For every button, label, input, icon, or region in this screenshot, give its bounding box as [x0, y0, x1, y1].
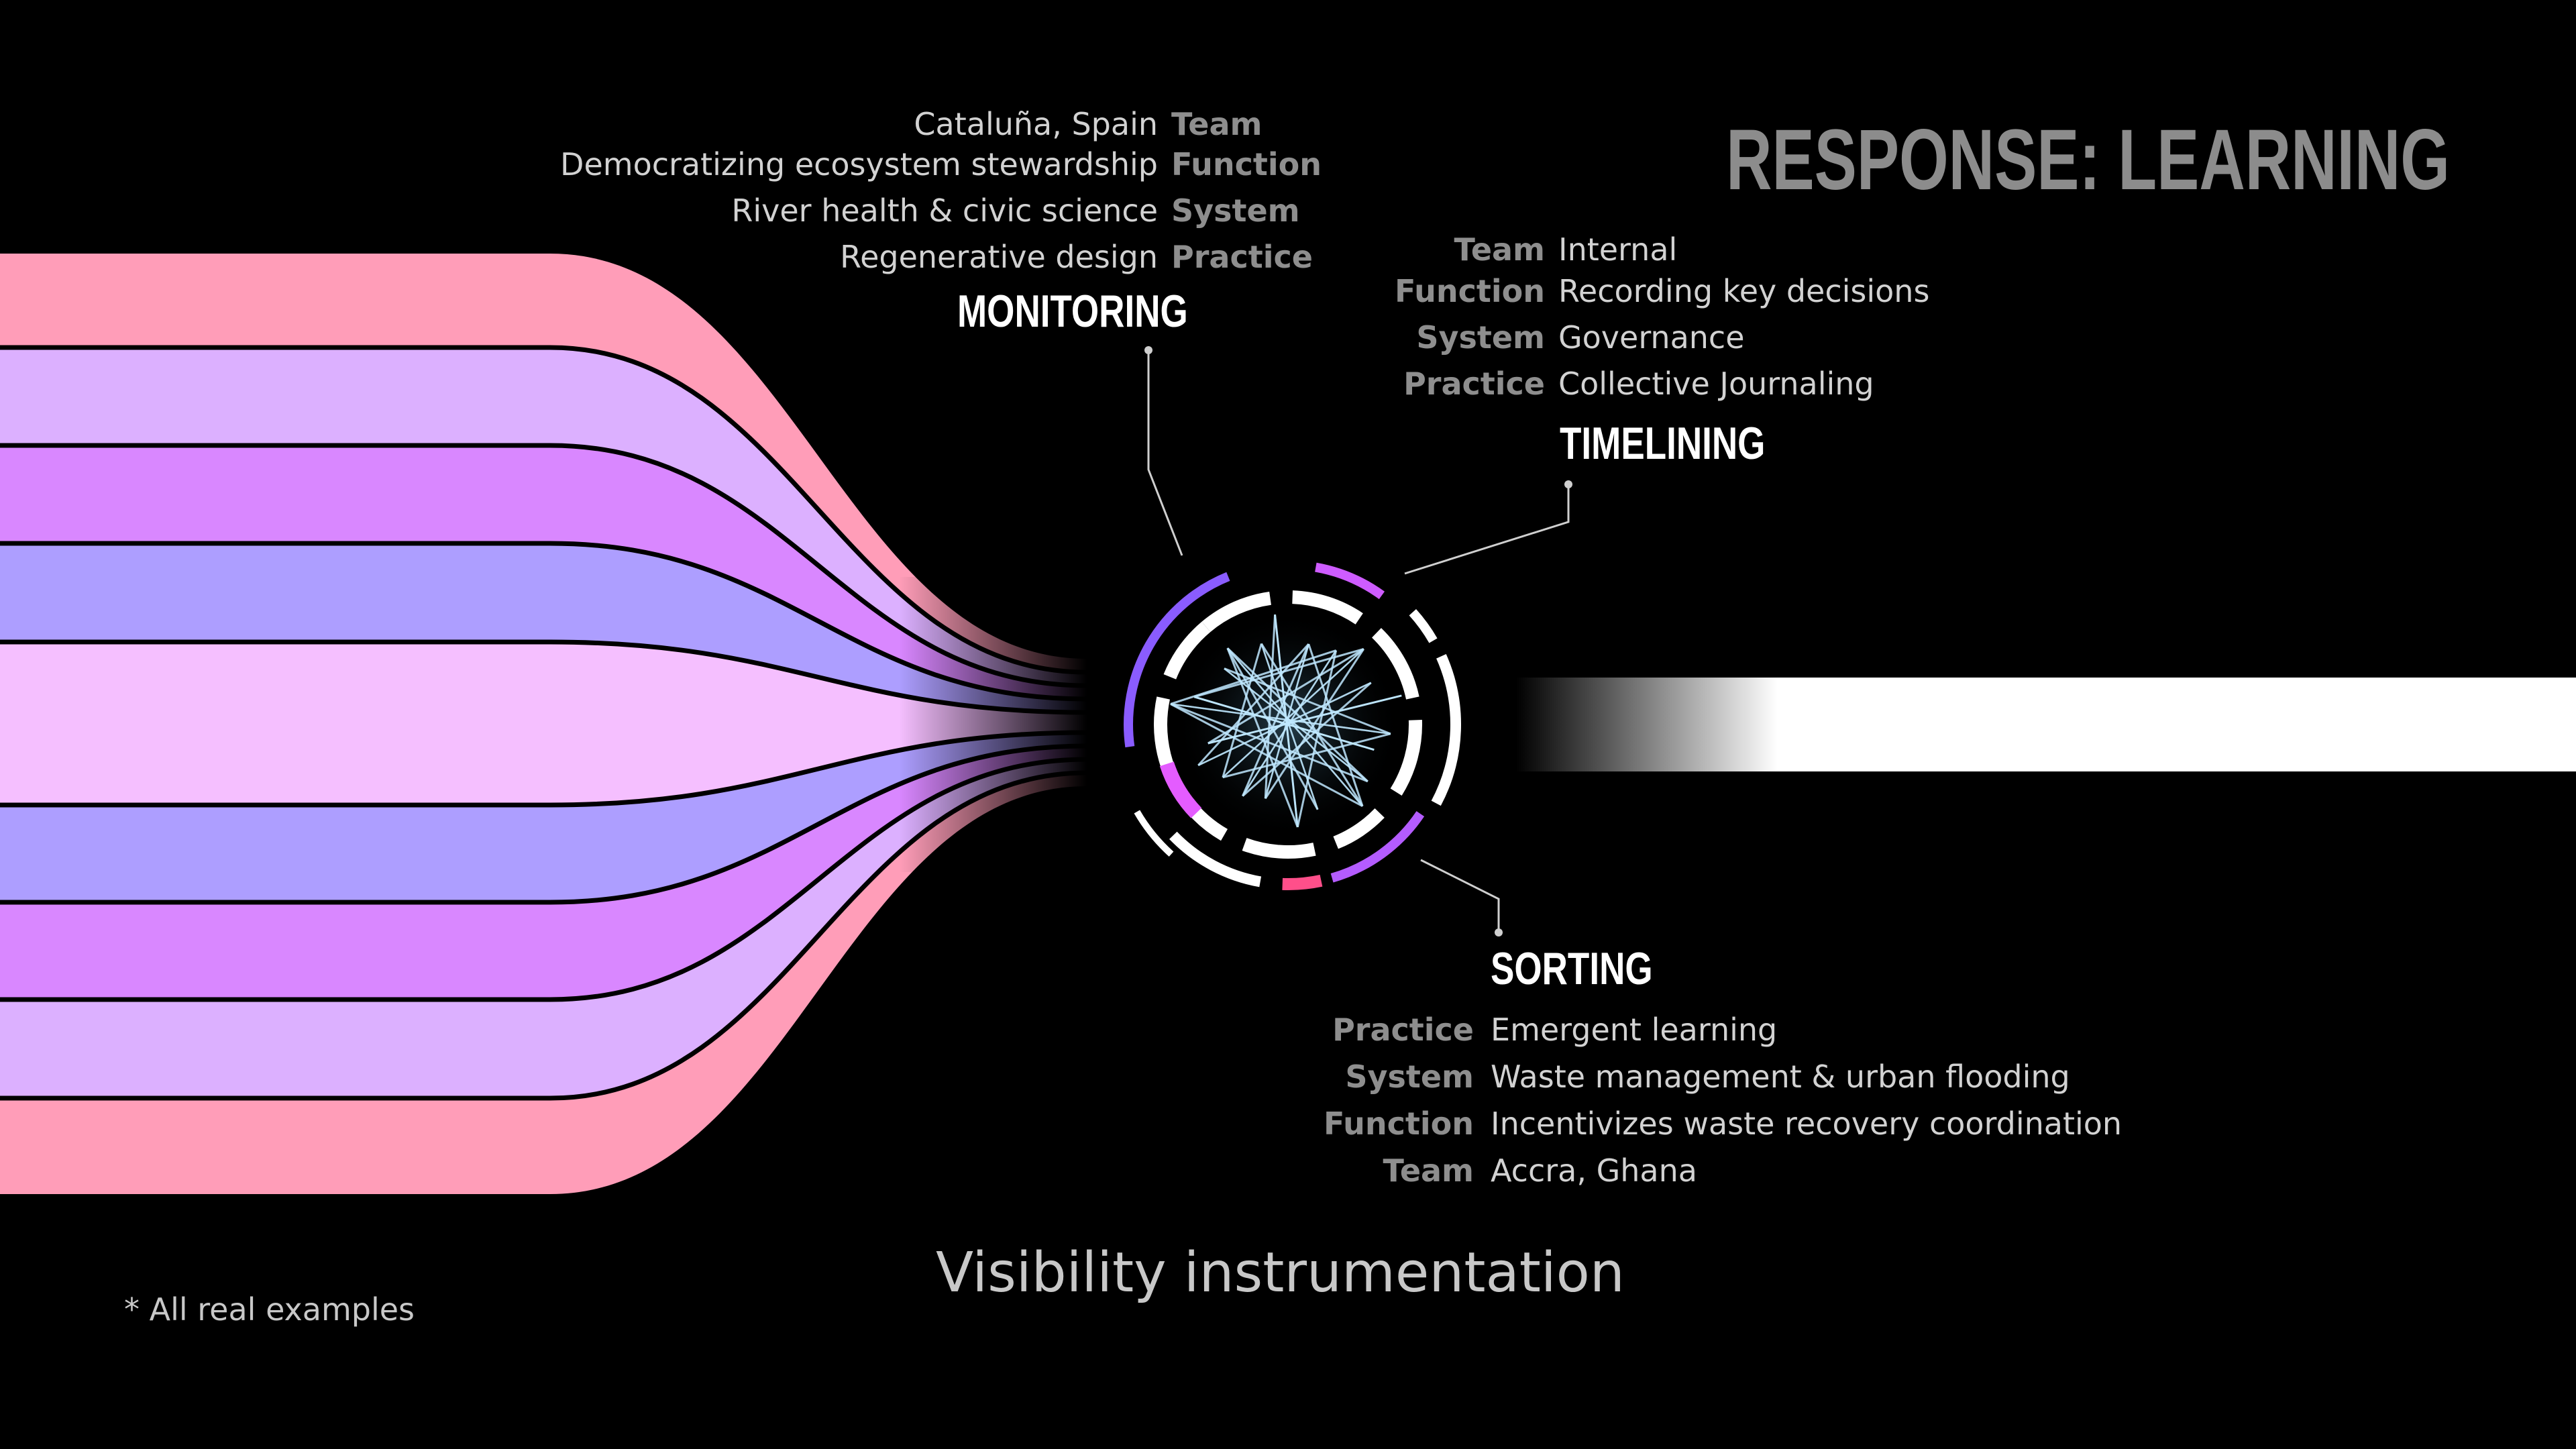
- sorting-system-value: Waste management & urban flooding: [1491, 1059, 2070, 1095]
- network-edge: [1226, 647, 1364, 807]
- inner-ring-segment: [1292, 590, 1363, 625]
- sorting-heading: SORTING: [1491, 943, 1653, 994]
- outer-ring-segment: [1315, 562, 1385, 600]
- network-edge: [1226, 647, 1299, 828]
- outer-ring-segment: [1431, 654, 1461, 806]
- outer-ring-segment: [1330, 811, 1425, 883]
- page-title: RESPONSE: LEARNING: [1726, 112, 2450, 208]
- instrument-rings: [1124, 562, 1461, 890]
- outer-ring-segment: [1282, 874, 1323, 890]
- timelining-function-key: Function: [1394, 273, 1545, 309]
- monitoring-system-key: System: [1171, 193, 1300, 229]
- monitoring-heading: MONITORING: [957, 286, 1188, 337]
- sorting-leader: [1420, 859, 1500, 932]
- band-7: [0, 746, 1087, 1000]
- output-beam: [1516, 678, 2576, 771]
- band-fade: [892, 577, 1093, 872]
- inner-ring-segment: [1333, 808, 1385, 849]
- network-edge: [1222, 648, 1364, 778]
- timelining-team-value: Internal: [1558, 231, 1678, 268]
- monitoring-leader: [1147, 350, 1183, 556]
- monitoring-system-value: River health & civic science: [731, 193, 1158, 229]
- sorting-practice-value: Emergent learning: [1491, 1012, 1778, 1048]
- band-4: [0, 543, 1087, 712]
- network-edge: [1224, 667, 1368, 782]
- sorting-function-key: Function: [1323, 1106, 1474, 1142]
- sorting-team-value: Accra, Ghana: [1491, 1152, 1697, 1189]
- sorting-function-value: Incentivizes waste recovery coordination: [1491, 1106, 2123, 1142]
- timelining-system-key: System: [1416, 319, 1545, 356]
- monitoring-practice-key: Practice: [1171, 239, 1313, 275]
- network-edge: [1170, 703, 1391, 735]
- inner-accent-segment: [1159, 761, 1202, 818]
- callout-lines: [1144, 346, 1572, 936]
- band-3: [0, 445, 1087, 699]
- footnote: * All real examples: [124, 1291, 415, 1328]
- monitoring-team-value: Cataluña, Spain: [914, 106, 1158, 142]
- network-edge: [1208, 648, 1364, 745]
- network-edge: [1222, 733, 1391, 779]
- footer-title: Visibility instrumentation: [936, 1241, 1625, 1305]
- network-edge: [1264, 648, 1365, 800]
- timelining-system-value: Governance: [1558, 319, 1745, 356]
- timelining-heading: TIMELINING: [1560, 418, 1766, 469]
- inner-ring-segment: [1163, 621, 1211, 680]
- timelining-team-key: Team: [1454, 231, 1545, 268]
- outer-ring-segment: [1134, 810, 1174, 857]
- monitoring-function-key: Function: [1171, 146, 1322, 182]
- network-graph: [1170, 614, 1402, 828]
- sorting-practice-key: Practice: [1332, 1012, 1474, 1048]
- monitoring-function-value: Democratizing ecosystem stewardship: [560, 146, 1158, 182]
- network-edge: [1170, 703, 1363, 808]
- band-8: [0, 759, 1087, 1098]
- band-5: [0, 642, 1087, 805]
- band-2: [0, 347, 1087, 686]
- inner-ring-segment: [1371, 628, 1419, 700]
- timelining-practice-key: Practice: [1403, 366, 1545, 402]
- timelining-practice-value: Collective Journaling: [1558, 366, 1874, 402]
- monitoring-team-key: Team: [1171, 106, 1263, 142]
- timelining-function-value: Recording key decisions: [1558, 273, 1930, 309]
- sorting-team-key: Team: [1383, 1152, 1474, 1189]
- outer-ring-segment: [1409, 609, 1438, 643]
- network-edge: [1307, 643, 1364, 807]
- inner-ring-segment: [1242, 838, 1316, 859]
- network-edge: [1242, 682, 1372, 797]
- monitoring-practice-value: Regenerative design: [840, 239, 1158, 275]
- outer-ring-segment: [1124, 572, 1230, 748]
- outer-ring-segment: [1169, 831, 1262, 888]
- network-edge: [1226, 647, 1368, 782]
- monitoring-leader-dot: [1144, 346, 1152, 354]
- timelining-leader-dot: [1564, 480, 1572, 488]
- network-edge: [1260, 643, 1364, 807]
- band-6: [0, 733, 1087, 902]
- network-edge: [1265, 643, 1309, 799]
- inner-ring-segment: [1390, 720, 1422, 796]
- sorting-system-key: System: [1345, 1059, 1474, 1095]
- sorting-leader-dot: [1495, 928, 1503, 936]
- timelining-leader: [1404, 484, 1570, 575]
- network-edge: [1208, 694, 1402, 745]
- inner-ring-segment: [1201, 591, 1272, 633]
